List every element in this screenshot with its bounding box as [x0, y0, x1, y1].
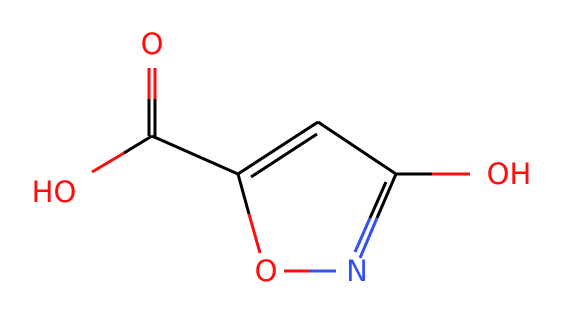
c3-n-bond-outer-black: [375, 173, 398, 219]
acid-hydroxyl-label: HO: [32, 175, 77, 209]
carbonyl-oxygen-label: O: [141, 27, 164, 61]
carboxyl-ring-bond: [151, 134, 239, 176]
o-c5-bond-black: [236, 173, 251, 215]
ring-oxygen-label: O: [255, 254, 278, 288]
o-c5-bond-red: [247, 213, 262, 254]
acid-oh-bond-black: [123, 134, 153, 155]
c4-c3-bond: [317, 120, 397, 176]
hydroxyl-label: OH: [487, 157, 532, 191]
c3-n-bond-inner-black: [368, 181, 388, 219]
ring-nitrogen-label: N: [346, 254, 368, 288]
c5-c4-bond-outer: [237, 120, 319, 176]
acid-oh-bond-red: [91, 151, 125, 174]
acid-oh-bond: [91, 134, 153, 174]
c5-c4-bond-inner: [250, 132, 318, 179]
c5-c4-double-bond: [237, 120, 319, 179]
c3-n-bond-outer-blue: [358, 217, 379, 259]
o-c5-bond: [236, 173, 262, 254]
carbonyl-double-bond: [147, 68, 157, 136]
c3-n-double-bond: [353, 173, 398, 259]
c3-n-bond-inner-blue: [353, 217, 372, 253]
